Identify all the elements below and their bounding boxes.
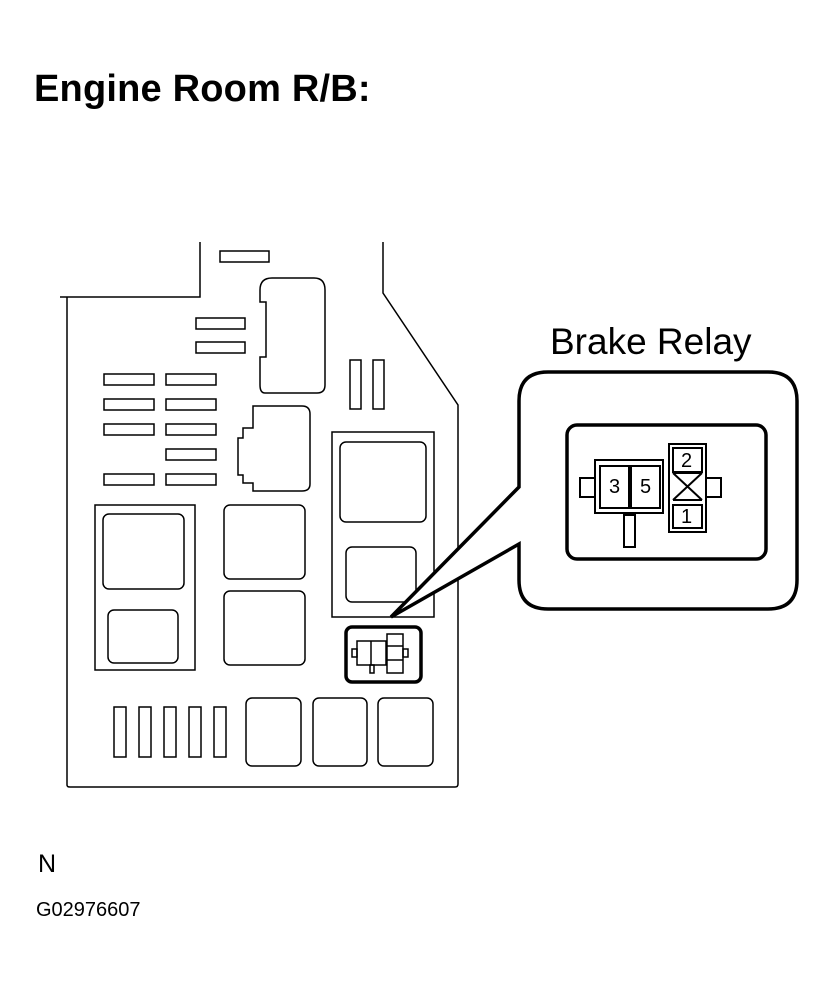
relay-connector-enlarged bbox=[565, 423, 768, 561]
fuse-bottom-1 bbox=[113, 706, 127, 758]
relay-upper bbox=[259, 277, 326, 394]
pin-label-2: 2 bbox=[681, 450, 693, 472]
fuse-bottom-4 bbox=[188, 706, 202, 758]
pin-label-3: 3 bbox=[609, 476, 621, 498]
relay-bottom-1 bbox=[245, 697, 302, 767]
fuse-upper-2 bbox=[195, 341, 246, 354]
fuse-row-5a bbox=[103, 473, 155, 486]
relay-mid-upper bbox=[223, 504, 306, 580]
relay-frame-right bbox=[331, 431, 435, 618]
fuse-vertical-2 bbox=[372, 359, 385, 410]
figure-code: G02976607 bbox=[36, 899, 141, 921]
relay-block-outline bbox=[60, 242, 459, 788]
relay-mid-lower bbox=[223, 590, 306, 666]
orientation-mark: N bbox=[38, 850, 57, 878]
fuse-row-3b bbox=[165, 423, 217, 436]
page-title: Engine Room R/B: bbox=[34, 68, 371, 110]
fuse-bottom-5 bbox=[213, 706, 227, 758]
fuse-row-3a bbox=[103, 423, 155, 436]
fuse-top bbox=[219, 250, 270, 263]
fuse-row-2b bbox=[165, 398, 217, 411]
relay-left-upper bbox=[102, 513, 185, 590]
relay-bottom-3 bbox=[377, 697, 434, 767]
brake-relay-location bbox=[344, 625, 423, 684]
fuse-row-4b bbox=[165, 448, 217, 461]
relay-frame-left bbox=[94, 504, 196, 671]
relay-right-lower bbox=[345, 546, 417, 603]
callout-label: Brake Relay bbox=[550, 321, 752, 362]
pin-label-1: 1 bbox=[681, 506, 693, 528]
fuse-bottom-3 bbox=[163, 706, 177, 758]
relay-left-lower bbox=[107, 609, 179, 664]
relay-right-upper bbox=[339, 441, 427, 523]
fuse-bottom-2 bbox=[138, 706, 152, 758]
fuse-row-5b bbox=[165, 473, 217, 486]
fuse-row-1a bbox=[103, 373, 155, 386]
fuse-vertical-1 bbox=[349, 359, 362, 410]
relay-notched bbox=[237, 405, 311, 492]
fuse-row-1b bbox=[165, 373, 217, 386]
fuse-row-2a bbox=[103, 398, 155, 411]
pin-label-5: 5 bbox=[640, 476, 652, 498]
relay-bottom-2 bbox=[312, 697, 368, 767]
fuse-upper-1 bbox=[195, 317, 246, 330]
